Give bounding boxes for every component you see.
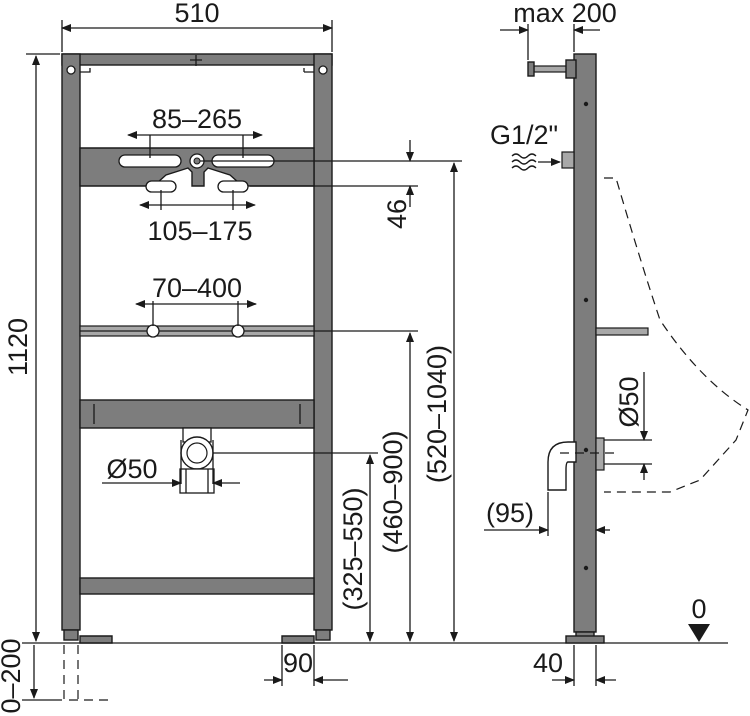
floor-adjust-label: 0–200 <box>0 638 26 713</box>
water-inlet <box>561 151 575 169</box>
bracket-arm <box>595 327 649 336</box>
height-label: 1120 <box>3 318 33 376</box>
rail-height-label: (460–900) <box>378 430 408 553</box>
bolt-icon <box>66 65 76 75</box>
slot-spacing-lower-label: 105–175 <box>147 216 252 246</box>
foot <box>315 629 331 641</box>
rod-clamp <box>565 59 577 79</box>
width-label: 510 <box>174 0 219 28</box>
rail-bolt-icon <box>231 324 245 338</box>
drain-plate <box>79 399 315 429</box>
level-marker-icon <box>688 624 710 642</box>
plate-offset-label: 46 <box>382 199 412 229</box>
drain-elbow <box>547 437 605 491</box>
slot-spacing-upper-label: 85–265 <box>152 104 242 134</box>
water-flow-icon <box>511 153 537 171</box>
connection-label: G1/2" <box>490 120 558 150</box>
bottom-crossbar <box>79 577 315 595</box>
foot-plate <box>281 635 315 644</box>
drain-height-label: (325–550) <box>338 487 368 610</box>
side-upright <box>573 53 597 633</box>
foot-plate <box>79 635 113 644</box>
front-view: 510 1120 85–265 105–175 70–400 46 (520–1… <box>0 0 728 714</box>
plate-height-label: (520–1040) <box>422 345 452 483</box>
adjustment-leg <box>63 645 112 701</box>
bracket-lines <box>80 68 314 73</box>
drain-fitting <box>179 427 215 494</box>
side-drain-diameter-label: Ø50 <box>614 376 644 427</box>
rod-end <box>527 61 535 77</box>
rail-bolt-icon <box>146 324 160 338</box>
center-mark <box>190 55 202 66</box>
drain-offset-label: (95) <box>486 498 534 528</box>
floor-level-label: 0 <box>691 594 706 624</box>
side-view: G1/2" Ø50 (95) max 200 40 <box>484 0 749 686</box>
foot-width-label: 90 <box>283 648 313 678</box>
drain-diameter-label: Ø50 <box>106 454 157 484</box>
bolt-icon <box>318 65 328 75</box>
right-upright <box>313 53 333 631</box>
foot <box>63 629 79 641</box>
left-upright <box>61 53 81 631</box>
fitting-center <box>193 157 201 165</box>
side-foot-plate <box>565 635 605 644</box>
max-offset-label: max 200 <box>513 0 617 28</box>
depth-label: 40 <box>533 648 563 678</box>
rail-spacing-label: 70–400 <box>152 273 242 303</box>
